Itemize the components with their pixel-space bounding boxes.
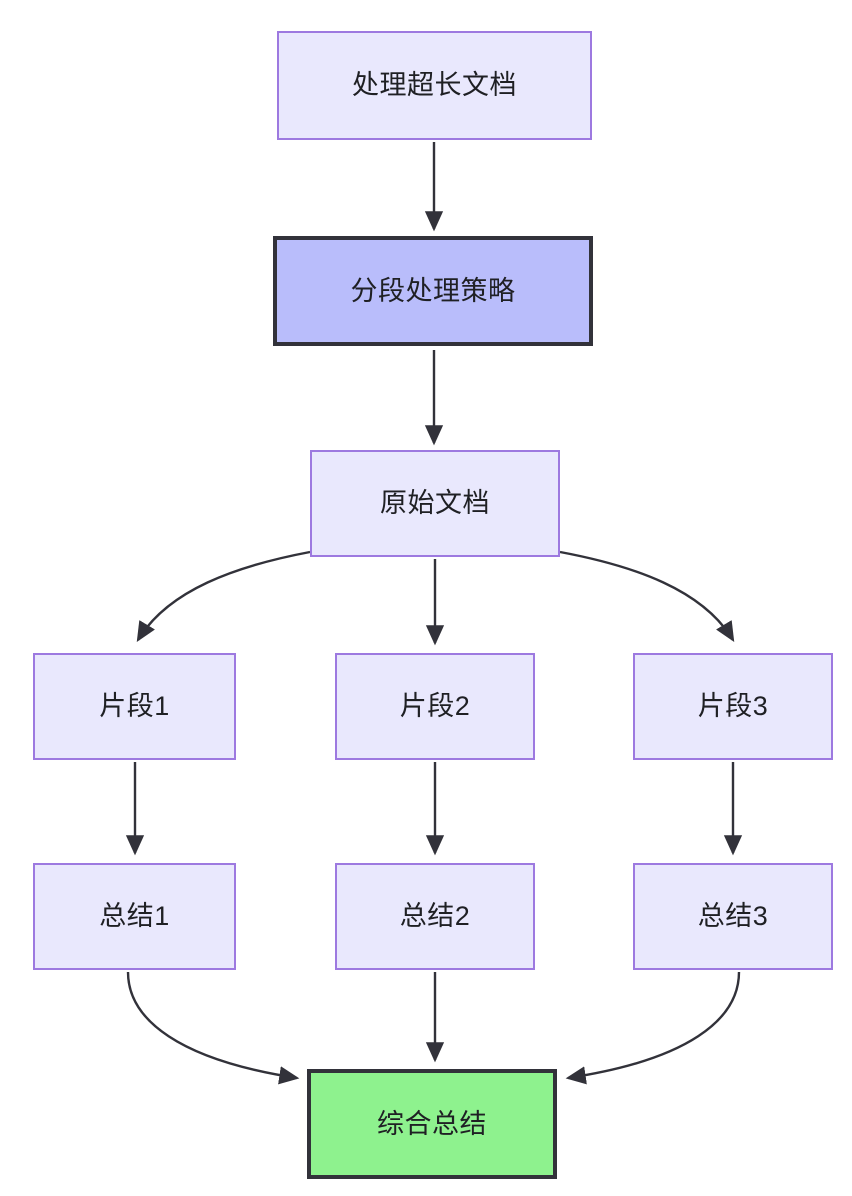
- node-n10[interactable]: 综合总结: [307, 1069, 557, 1179]
- edge-n3-to-n4: [136, 550, 311, 643]
- edge-n9-to-n10: [565, 971, 741, 1085]
- node-label: 原始文档: [380, 488, 490, 519]
- node-n7[interactable]: 总结1: [33, 863, 236, 970]
- edge-n7-to-n10: [126, 971, 300, 1085]
- node-n1[interactable]: 处理超长文档: [277, 31, 592, 140]
- node-label: 总结2: [399, 901, 471, 932]
- node-label: 总结1: [99, 901, 170, 932]
- node-n5[interactable]: 片段2: [335, 653, 535, 760]
- node-n2[interactable]: 分段处理策略: [273, 236, 593, 346]
- node-label: 片段2: [399, 691, 471, 722]
- node-n4[interactable]: 片段1: [33, 653, 236, 760]
- node-label: 综合总结: [377, 1108, 487, 1139]
- node-n8[interactable]: 总结2: [335, 863, 535, 970]
- node-label: 总结3: [697, 901, 769, 932]
- node-n6[interactable]: 片段3: [633, 653, 833, 760]
- node-label: 分段处理策略: [350, 275, 516, 306]
- node-label: 片段3: [697, 691, 769, 722]
- edge-n3-to-n6: [559, 550, 735, 643]
- node-label: 片段1: [99, 691, 170, 722]
- node-label: 处理超长文档: [352, 70, 517, 101]
- node-n3[interactable]: 原始文档: [310, 450, 560, 557]
- node-n9[interactable]: 总结3: [633, 863, 833, 970]
